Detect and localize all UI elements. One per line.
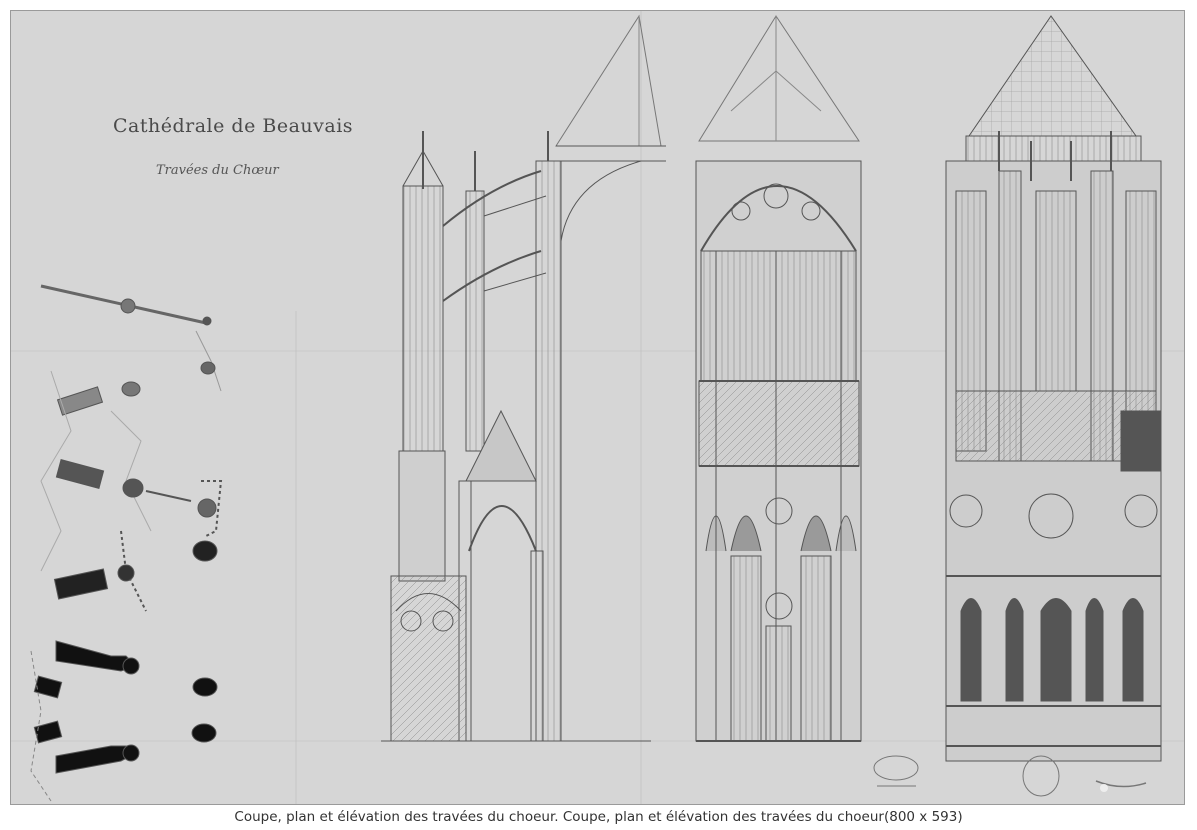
drawing-frame: Cathédrale de Beauvais Travées du Chœur xyxy=(10,10,1185,805)
choir-section xyxy=(381,14,666,742)
exterior-elevation xyxy=(945,15,1162,762)
image-caption: Coupe, plan et élévation des travées du … xyxy=(234,809,963,825)
interior-elevation xyxy=(695,15,862,742)
architectural-drawing xyxy=(11,11,1184,804)
drawing-subtitle: Travées du Chœur xyxy=(156,163,279,178)
archive-stamps xyxy=(873,755,1147,797)
drawing-title: Cathédrale de Beauvais xyxy=(113,115,354,137)
choir-plan xyxy=(30,284,223,802)
